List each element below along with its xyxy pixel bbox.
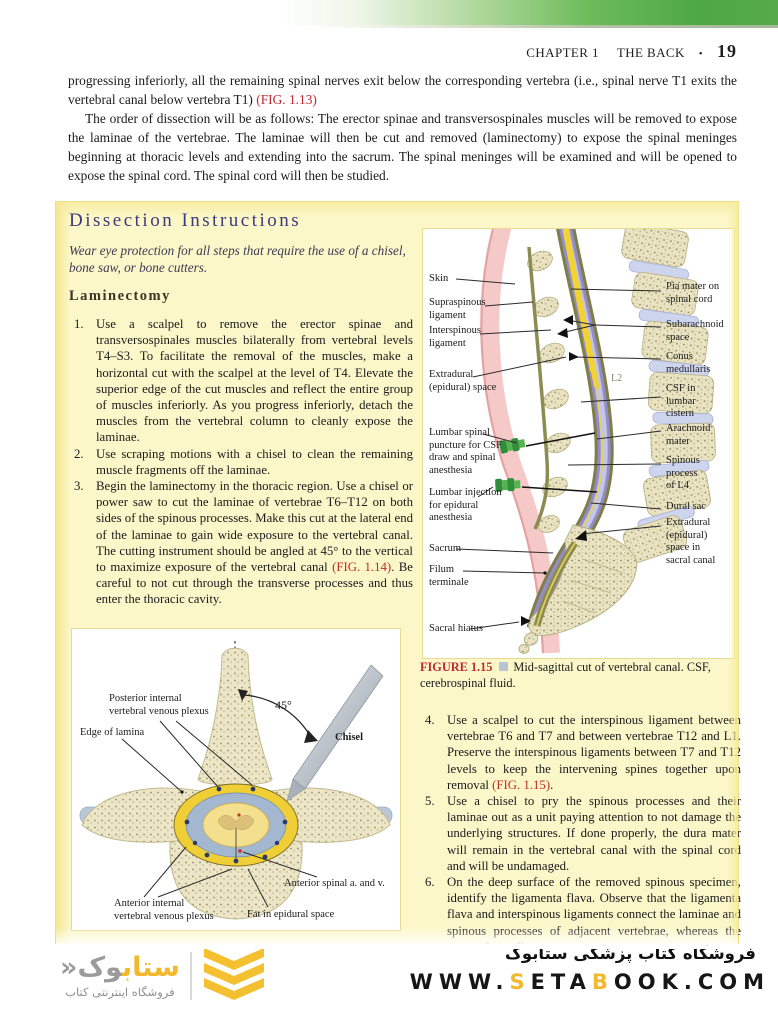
top-gradient-band: [0, 0, 778, 25]
header-bullet: •: [698, 48, 703, 60]
setabook-logo[interactable]: ستابوک« فروشگاه اینترنتی کتاب: [60, 948, 266, 1004]
label-arachnoid-mater: Arachnoid mater: [666, 423, 711, 447]
footer-url-link[interactable]: WWW.SETABOOK.COM: [409, 970, 770, 994]
label-posterior-internal-plexus: Posterior internal vertebral venous plex…: [109, 693, 209, 717]
label-csf-lumbar-cistern: CSF in lumbar cistern: [666, 383, 696, 420]
label-lumbar-injection: Lumbar injection for epidural anesthesia: [429, 487, 502, 524]
figure-caption-label: FIGURE 1.15: [420, 660, 493, 674]
running-head: CHAPTER 1 THE BACK • 19: [526, 41, 737, 62]
vertebra-l2-label: L2: [611, 373, 622, 384]
label-pia-mater: Pia mater on spinal cord: [666, 281, 720, 305]
url-letter-b: B: [591, 970, 614, 994]
fig-1-15-reference: (FIG. 1.15): [492, 777, 551, 792]
logo-tagline: فروشگاه اینترنتی کتاب: [65, 985, 175, 999]
section-title-laminectomy: Laminectomy: [69, 288, 171, 304]
step-item: 5. Use a chisel to pry the spinous proce…: [425, 794, 741, 873]
label-dural-sac: Dural sac: [666, 501, 706, 512]
label-anterior-internal-plexus: Anterior internal vertebral venous plexu…: [114, 898, 214, 922]
intro-text: progressing inferiorly, all the remainin…: [68, 71, 737, 185]
label-sacrum: Sacrum: [429, 543, 462, 554]
label-45-degrees: 45°: [275, 698, 292, 712]
intro-paragraph-1: progressing inferiorly, all the remainin…: [68, 73, 737, 107]
logo-guillemet: «: [60, 952, 78, 983]
label-sacral-hiatus: Sacral hiatus: [429, 623, 483, 634]
figure-1-14-axial-vertebra: Posterior internal vertebral venous plex…: [71, 628, 401, 931]
url-letter-s: S: [509, 970, 531, 994]
sagittal-spine-illustration: L2: [455, 229, 716, 654]
step-item: 2. Use scraping motions with a chisel to…: [74, 446, 413, 477]
step-item: 4. Use a scalpel to cut the interspinous…: [425, 713, 741, 792]
box-title: Dissection Instructions: [69, 210, 302, 231]
label-conus-medullaris: Conus medullaris: [666, 351, 711, 375]
laminectomy-steps-1-3: 1. Use a scalpel to remove the erector s…: [69, 316, 413, 608]
logo-wordmark: ستابوک«: [60, 952, 180, 983]
footer-banner: ستابوک« فروشگاه اینترنتی کتاب فروشگاه کت…: [0, 944, 778, 1010]
box-bottom-fade: [56, 927, 738, 949]
label-interspinous-ligament: Interspinous ligament: [429, 325, 481, 349]
fig-1-14-reference: (FIG. 1.14): [332, 560, 392, 575]
top-band-rule: [0, 25, 778, 28]
chapter-title: THE BACK: [616, 45, 685, 60]
label-supraspinous-ligament: Supraspinous ligament: [429, 297, 486, 321]
label-subarachnoid-space: Subarachnoid space: [666, 319, 724, 343]
logo-wordmark-block: ستابوک« فروشگاه اینترنتی کتاب: [60, 952, 180, 1000]
intro-paragraph-2: The order of dissection will be as follo…: [68, 111, 737, 183]
step-item: 1. Use a scalpel to remove the erector s…: [74, 317, 413, 445]
label-extradural-sacral-canal: Extradural (epidural) space in sacral ca…: [666, 517, 716, 566]
safety-warning: Wear eye protection for all steps that r…: [69, 243, 406, 275]
chevron-emblem-icon: [203, 948, 264, 1000]
label-chisel: Chisel: [335, 732, 364, 743]
figure-1-15-sagittal-spine: L2 Skin Supraspinous ligament Interspino…: [422, 228, 735, 659]
page-number: 19: [717, 41, 737, 61]
figure-caption-text: Mid-sagittal cut of vertebral canal. CSF…: [420, 660, 711, 690]
axial-vertebra-illustration: [79, 641, 393, 920]
label-filum-terminale: Filum terminale: [429, 564, 469, 588]
label-fat-in-epidural-space: Fat in epidural space: [247, 909, 335, 920]
step-item: 3. Begin the laminectomy in the thoracic…: [74, 479, 413, 607]
label-skin: Skin: [429, 273, 449, 284]
caption-square-icon: [499, 662, 509, 671]
label-lumbar-puncture: Lumbar spinal puncture for CSF draw and …: [429, 427, 502, 476]
dissection-instructions-box: Dissection Instructions Wear eye protect…: [55, 201, 741, 954]
chapter-label: CHAPTER 1: [526, 45, 599, 60]
label-edge-of-lamina: Edge of lamina: [80, 727, 145, 738]
label-spinous-process-l4: Spinous process of L4: [666, 455, 700, 492]
label-extradural-space: Extradural (epidural) space: [429, 369, 497, 393]
label-anterior-spinal-vessels: Anterior spinal a. and v.: [284, 878, 385, 889]
logo-divider: [189, 952, 192, 1000]
fig-1-13-reference: (FIG. 1.13): [256, 92, 317, 107]
laminectomy-steps-4-6: 4. Use a scalpel to cut the interspinous…: [420, 712, 741, 955]
